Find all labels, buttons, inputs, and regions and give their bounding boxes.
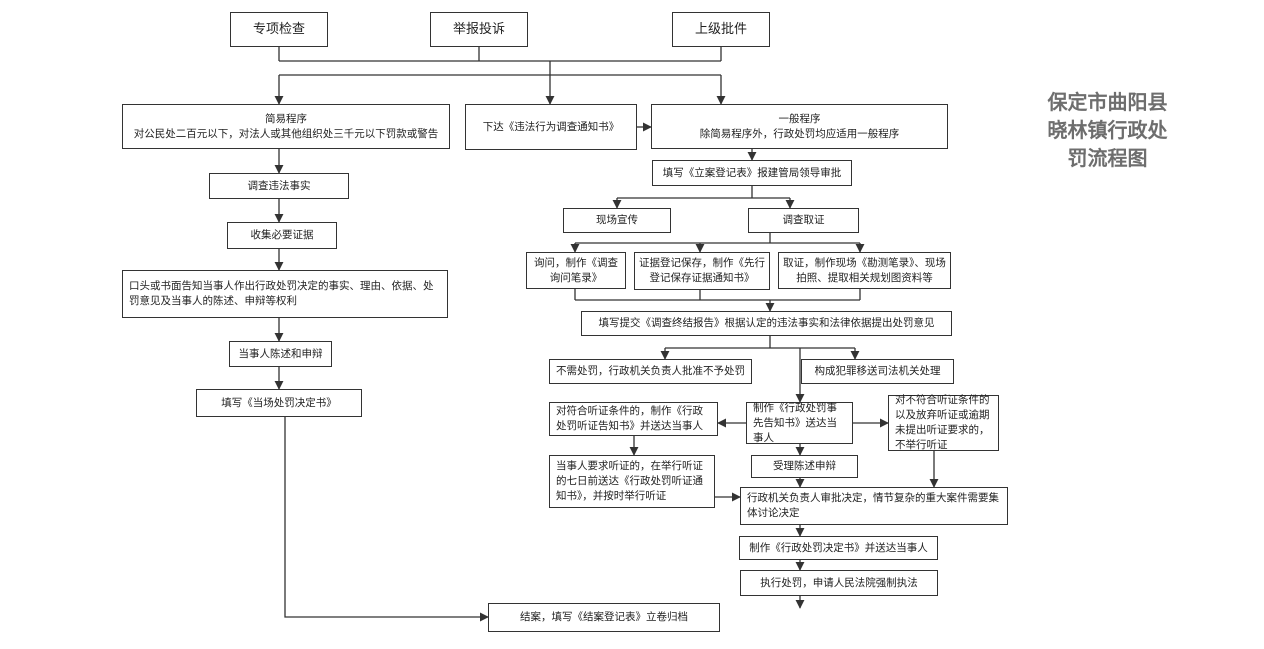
no-penalty-label: 不需处罚，行政机关负责人批准不予处罚: [556, 365, 745, 377]
inform-party-label: 口头或书面告知当事人作出行政处罚决定的事实、理由、依据、处罚意见及当事人的陈述、…: [129, 280, 434, 307]
criminal-transfer-node: 构成犯罪移送司法机关处理: [801, 359, 954, 384]
onsite-decision-label: 填写《当场处罚决定书》: [221, 396, 337, 409]
special-inspection-node: 专项检查: [230, 12, 328, 47]
no-hearing-node: 对不符合听证条件的以及放弃听证或逾期未提出听证要求的，不举行听证: [888, 394, 999, 451]
make-decision-node: 制作《行政处罚决定书》并送达当事人: [739, 536, 938, 560]
no-hearing-label: 对不符合听证条件的以及放弃听证或逾期未提出听证要求的，不举行听证: [895, 394, 990, 451]
site-survey-label: 取证，制作现场《勘测笔录》、现场拍照、提取相关规划图资料等: [783, 256, 946, 284]
superior-referral-node: 上级批件: [672, 12, 770, 47]
page-title: 保定市曲阳县 晓林镇行政处 罚流程图: [1025, 88, 1190, 172]
penalty-prior-notice-label: 制作《行政处罚事先告知书》送达当事人: [753, 401, 837, 444]
no-penalty-node: 不需处罚，行政机关负责人批准不予处罚: [549, 359, 752, 384]
hearing-notice-node: 对符合听证条件的，制作《行政处罚听证告知书》并送达当事人: [549, 402, 718, 436]
title-line-2: 晓林镇行政处: [1047, 118, 1168, 142]
make-decision-label: 制作《行政处罚决定书》并送达当事人: [749, 541, 928, 554]
filing-form-node: 填写《立案登记表》报建管局领导审批: [652, 160, 852, 186]
party-statement-node: 当事人陈述和申辩: [229, 341, 332, 367]
investigate-facts-label: 调查违法事实: [247, 179, 311, 192]
onsite-publicity-label: 现场宣传: [596, 214, 638, 226]
general-procedure-title: 一般程序: [778, 112, 821, 125]
report-complaint-node: 举报投诉: [430, 12, 528, 47]
inquiry-record-label: 询问，制作《调查询问笔录》: [534, 256, 618, 284]
penalty-prior-notice-node: 制作《行政处罚事先告知书》送达当事人: [746, 402, 853, 444]
investigate-evidence-node: 调查取证: [748, 208, 859, 233]
general-procedure-desc: 除简易程序外，行政处罚均应适用一般程序: [699, 127, 900, 140]
edge-onsite-to-close: [284, 417, 489, 622]
criminal-transfer-label: 构成犯罪移送司法机关处理: [814, 365, 941, 377]
inquiry-record-node: 询问，制作《调查询问笔录》: [526, 252, 626, 289]
collect-evidence-label: 收集必要证据: [250, 229, 314, 241]
evidence-preservation-label: 证据登记保存，制作《先行登记保存证据通知书》: [639, 257, 765, 284]
simple-procedure-title: 简易程序: [265, 112, 307, 125]
collect-evidence-node: 收集必要证据: [227, 222, 337, 249]
inform-party-node: 口头或书面告知当事人作出行政处罚决定的事实、理由、依据、处罚意见及当事人的陈述、…: [122, 270, 448, 318]
hearing-request-node: 当事人要求听证的，在举行听证的七日前送达《行政处罚听证通知书》，并按时举行听证: [549, 455, 715, 508]
approval-decision-node: 行政机关负责人审批决定，情节复杂的重大案件需要集体讨论决定: [740, 487, 1008, 525]
close-case-label: 结案，填写《结案登记表》立卷归档: [520, 611, 688, 623]
evidence-preservation-node: 证据登记保存，制作《先行登记保存证据通知书》: [634, 252, 770, 290]
onsite-publicity-node: 现场宣传: [563, 208, 671, 233]
special-inspection-label: 专项检查: [252, 22, 305, 37]
title-line-3: 罚流程图: [1067, 146, 1148, 170]
general-procedure-node: 一般程序 除简易程序外，行政处罚均应适用一般程序: [651, 104, 948, 149]
title-line-1: 保定市曲阳县: [1047, 90, 1168, 114]
hearing-request-label: 当事人要求听证的，在举行听证的七日前送达《行政处罚听证通知书》，并按时举行听证: [556, 460, 703, 502]
accept-statement-label: 受理陈述申辩: [773, 460, 836, 472]
superior-referral-label: 上级批件: [694, 22, 747, 37]
simple-procedure-desc: 对公民处二百元以下，对法人或其他组织处三千元以下罚款或警告: [133, 127, 439, 140]
filing-form-label: 填写《立案登记表》报建管局领导审批: [662, 166, 842, 179]
close-case-node: 结案，填写《结案登记表》立卷归档: [488, 603, 720, 632]
execute-penalty-label: 执行处罚，申请人民法院强制执法: [760, 576, 918, 589]
issue-notice-label: 下达《违法行为调查通知书》: [482, 120, 620, 133]
submit-report-label: 填写提交《调查终结报告》根据认定的违法事实和法律依据提出处罚意见: [598, 317, 935, 329]
onsite-decision-node: 填写《当场处罚决定书》: [196, 389, 362, 417]
execute-penalty-node: 执行处罚，申请人民法院强制执法: [740, 570, 938, 596]
hearing-notice-label: 对符合听证条件的，制作《行政处罚听证告知书》并送达当事人: [556, 405, 703, 432]
investigate-evidence-label: 调查取证: [782, 214, 825, 226]
simple-procedure-node: 简易程序 对公民处二百元以下，对法人或其他组织处三千元以下罚款或警告: [122, 104, 450, 149]
issue-notice-node: 下达《违法行为调查通知书》: [465, 104, 637, 150]
site-survey-node: 取证，制作现场《勘测笔录》、现场拍照、提取相关规划图资料等: [778, 252, 951, 289]
report-complaint-label: 举报投诉: [452, 22, 505, 37]
accept-statement-node: 受理陈述申辩: [751, 455, 858, 478]
investigate-facts-node: 调查违法事实: [209, 173, 349, 199]
submit-report-node: 填写提交《调查终结报告》根据认定的违法事实和法律依据提出处罚意见: [581, 311, 952, 336]
approval-decision-label: 行政机关负责人审批决定，情节复杂的重大案件需要集体讨论决定: [747, 492, 999, 519]
party-statement-label: 当事人陈述和申辩: [238, 347, 323, 360]
